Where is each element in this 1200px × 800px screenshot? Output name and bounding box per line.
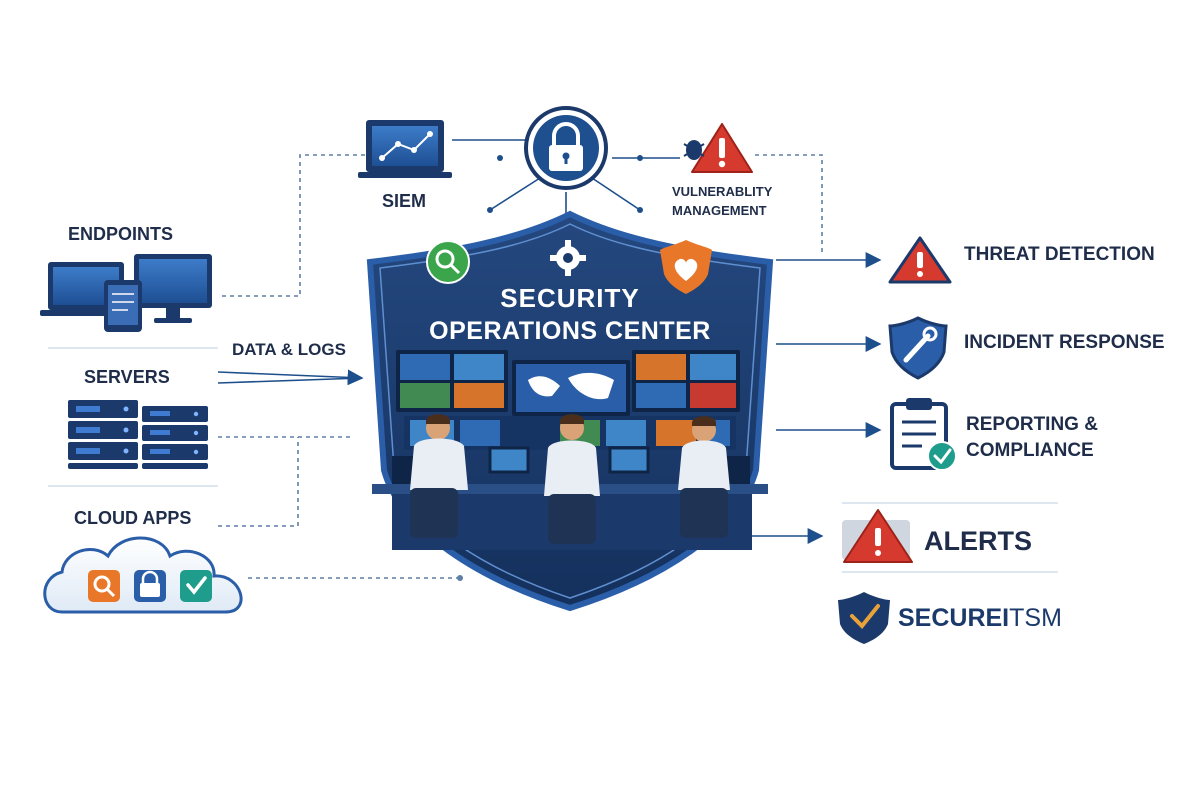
endpoints-label: ENDPOINTS — [68, 224, 173, 244]
alerts-label: ALERTS — [924, 526, 1032, 556]
lock-node — [524, 106, 608, 190]
reporting-label-line2: COMPLIANCE — [966, 440, 1094, 461]
cloud-apps-node: CLOUD APPS — [43, 508, 243, 614]
vulnerability-label-line2: MANAGEMENT — [672, 203, 767, 218]
siem-label: SIEM — [382, 191, 426, 211]
alerts-node: ALERTS — [842, 509, 1032, 563]
gear-icon — [550, 240, 586, 276]
soc-shield: SECURITY OPERATIONS CENTER — [366, 210, 774, 612]
endpoints-node: ENDPOINTS — [40, 224, 212, 332]
incident-response-node: INCIDENT RESPONSE — [888, 316, 1165, 380]
lock-app-icon — [134, 570, 166, 602]
warning-icon — [888, 236, 952, 284]
laptop-icon — [358, 120, 452, 178]
threat-detection-node: THREAT DETECTION — [888, 236, 1155, 284]
shield-check-logo-icon — [838, 592, 890, 644]
connector-lines — [48, 139, 1058, 581]
heart-shield-badge-icon — [660, 240, 712, 294]
soc-title-line2: OPERATIONS CENTER — [429, 317, 711, 345]
incident-response-label: INCIDENT RESPONSE — [964, 332, 1165, 353]
vulnerability-node: VULNERABLITY MANAGEMENT — [672, 123, 773, 218]
warning-bug-icon — [683, 123, 753, 173]
tablet-icon — [104, 280, 142, 332]
control-room-illustration — [372, 350, 768, 550]
search-app-icon — [88, 570, 120, 602]
padlock-icon — [549, 122, 583, 171]
data-logs-label: DATA & LOGS — [232, 340, 346, 359]
svg-text:SECUREITSM: SECUREITSM — [898, 604, 1062, 632]
desktop-monitor-icon — [134, 254, 212, 323]
threat-detection-label: THREAT DETECTION — [964, 244, 1155, 265]
brand-name-bold: SECUREI — [898, 604, 1009, 632]
soc-title-line1: SECURITY — [500, 283, 639, 313]
brand-logo: SECUREITSM — [838, 592, 1062, 644]
cloud-apps-label: CLOUD APPS — [74, 508, 191, 528]
siem-node: SIEM — [358, 120, 452, 211]
shield-check-app-icon — [180, 570, 212, 602]
reporting-compliance-node: REPORTING & COMPLIANCE — [890, 398, 1098, 471]
operator-figure — [678, 416, 730, 538]
server-rack-icon — [142, 406, 208, 469]
operator-figure — [410, 414, 468, 538]
vulnerability-label-line1: VULNERABLITY — [672, 184, 773, 199]
server-rack-icon — [68, 400, 138, 469]
clipboard-check-icon — [890, 398, 957, 471]
shield-wrench-icon — [888, 316, 948, 380]
servers-label: SERVERS — [84, 367, 170, 387]
search-badge-icon — [426, 240, 470, 284]
alert-warning-icon — [842, 509, 913, 563]
servers-node: SERVERS — [68, 367, 208, 469]
brand-name-light: TSM — [1009, 604, 1062, 632]
reporting-label-line1: REPORTING & — [966, 414, 1098, 435]
operator-figure — [544, 414, 600, 544]
